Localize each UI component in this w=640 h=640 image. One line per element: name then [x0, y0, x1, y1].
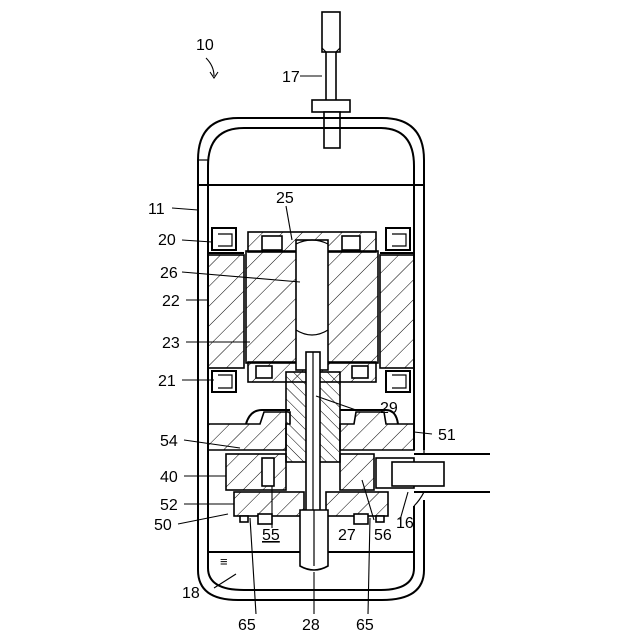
ref-55: 55 — [262, 527, 280, 544]
ref-65-left: 65 — [238, 617, 256, 634]
ref-54: 54 — [160, 433, 178, 450]
ref-23: 23 — [162, 335, 180, 352]
ref-27: 27 — [338, 527, 356, 544]
ref-26: 26 — [160, 265, 178, 282]
ref-29: 29 — [380, 400, 398, 417]
ref-16: 16 — [396, 515, 414, 532]
suction-pipe — [376, 450, 490, 506]
ref-21: 21 — [158, 373, 176, 390]
ref-22: 22 — [162, 293, 180, 310]
ref-52: 52 — [160, 497, 178, 514]
ref-50: 50 — [154, 517, 172, 534]
shaft-lower-end — [300, 510, 328, 570]
ref-28: 28 — [302, 617, 320, 634]
ref-56: 56 — [374, 527, 392, 544]
ref-10: 10 — [196, 37, 214, 54]
oil-level-symbol: ≡ — [220, 554, 228, 569]
ref-10-arrow — [206, 58, 218, 78]
ref-65-right: 65 — [356, 617, 374, 634]
ref-11: 11 — [148, 201, 165, 218]
ref-25: 25 — [276, 190, 294, 207]
ref-51: 51 — [438, 427, 456, 444]
shaft — [296, 240, 328, 370]
ref-20: 20 — [158, 232, 176, 249]
ref-17: 17 — [282, 69, 300, 86]
ref-40: 40 — [160, 469, 178, 486]
ref-18: 18 — [182, 585, 200, 602]
